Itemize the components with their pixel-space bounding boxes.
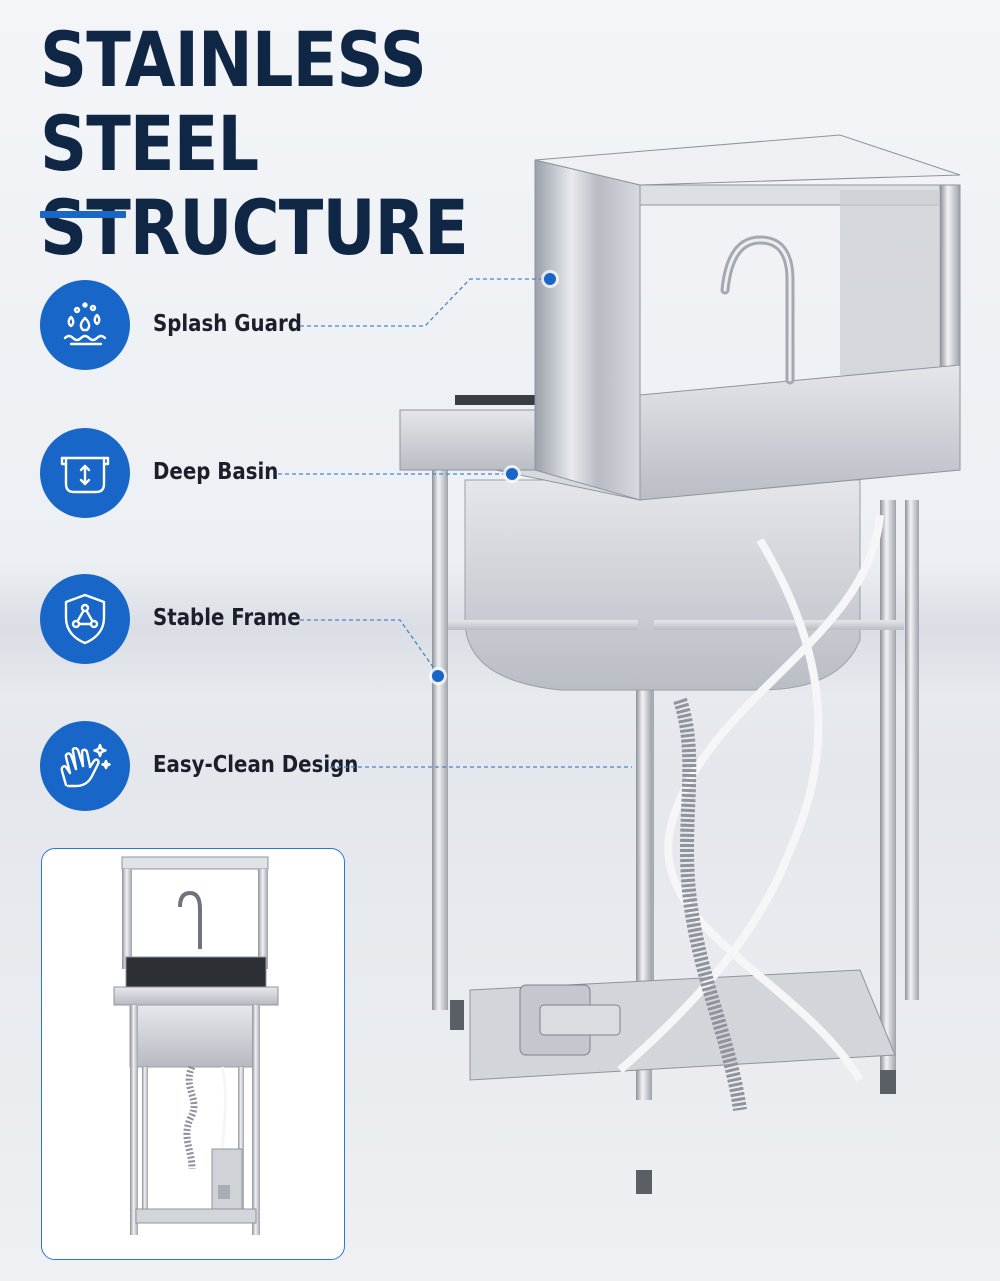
feature-easy-clean: Easy-Clean Design [40, 721, 380, 811]
feature-deep-basin: Deep Basin [40, 428, 380, 518]
splash-guard-front-panel [639, 364, 961, 501]
feature-label-stable-frame: Stable Frame [153, 605, 301, 631]
basin-icon [40, 428, 130, 518]
water-hose [617, 537, 823, 1074]
feature-label-splash-guard: Splash Guard [153, 311, 302, 337]
inset-sink-illustration [113, 856, 279, 1235]
feature-label-easy-clean: Easy-Clean Design [153, 752, 359, 778]
front-left-leg [432, 470, 448, 1010]
page-title: STAINLESS STEEL STRUCTURE [40, 18, 590, 270]
hand-wipe-icon [40, 721, 130, 811]
front-right-leg [880, 500, 896, 1080]
title-underline [40, 211, 126, 218]
splash-icon [40, 280, 130, 370]
faucet [720, 235, 795, 385]
title-line-1: STAINLESS STEEL [40, 15, 427, 188]
feature-splash-guard: Splash Guard [40, 280, 380, 370]
feature-stable-frame: Stable Frame [40, 574, 380, 664]
splash-guard-side [534, 159, 641, 501]
inset-product-view [41, 848, 345, 1260]
drain-hose [673, 697, 747, 1111]
front-mid-leg [636, 560, 652, 1100]
rear-right-leg [905, 500, 919, 1000]
basin-body [464, 479, 861, 691]
shield-icon [40, 574, 130, 664]
splash-guard-top [534, 134, 961, 186]
feature-label-deep-basin: Deep Basin [153, 459, 279, 485]
title-line-2: STRUCTURE [40, 183, 469, 272]
